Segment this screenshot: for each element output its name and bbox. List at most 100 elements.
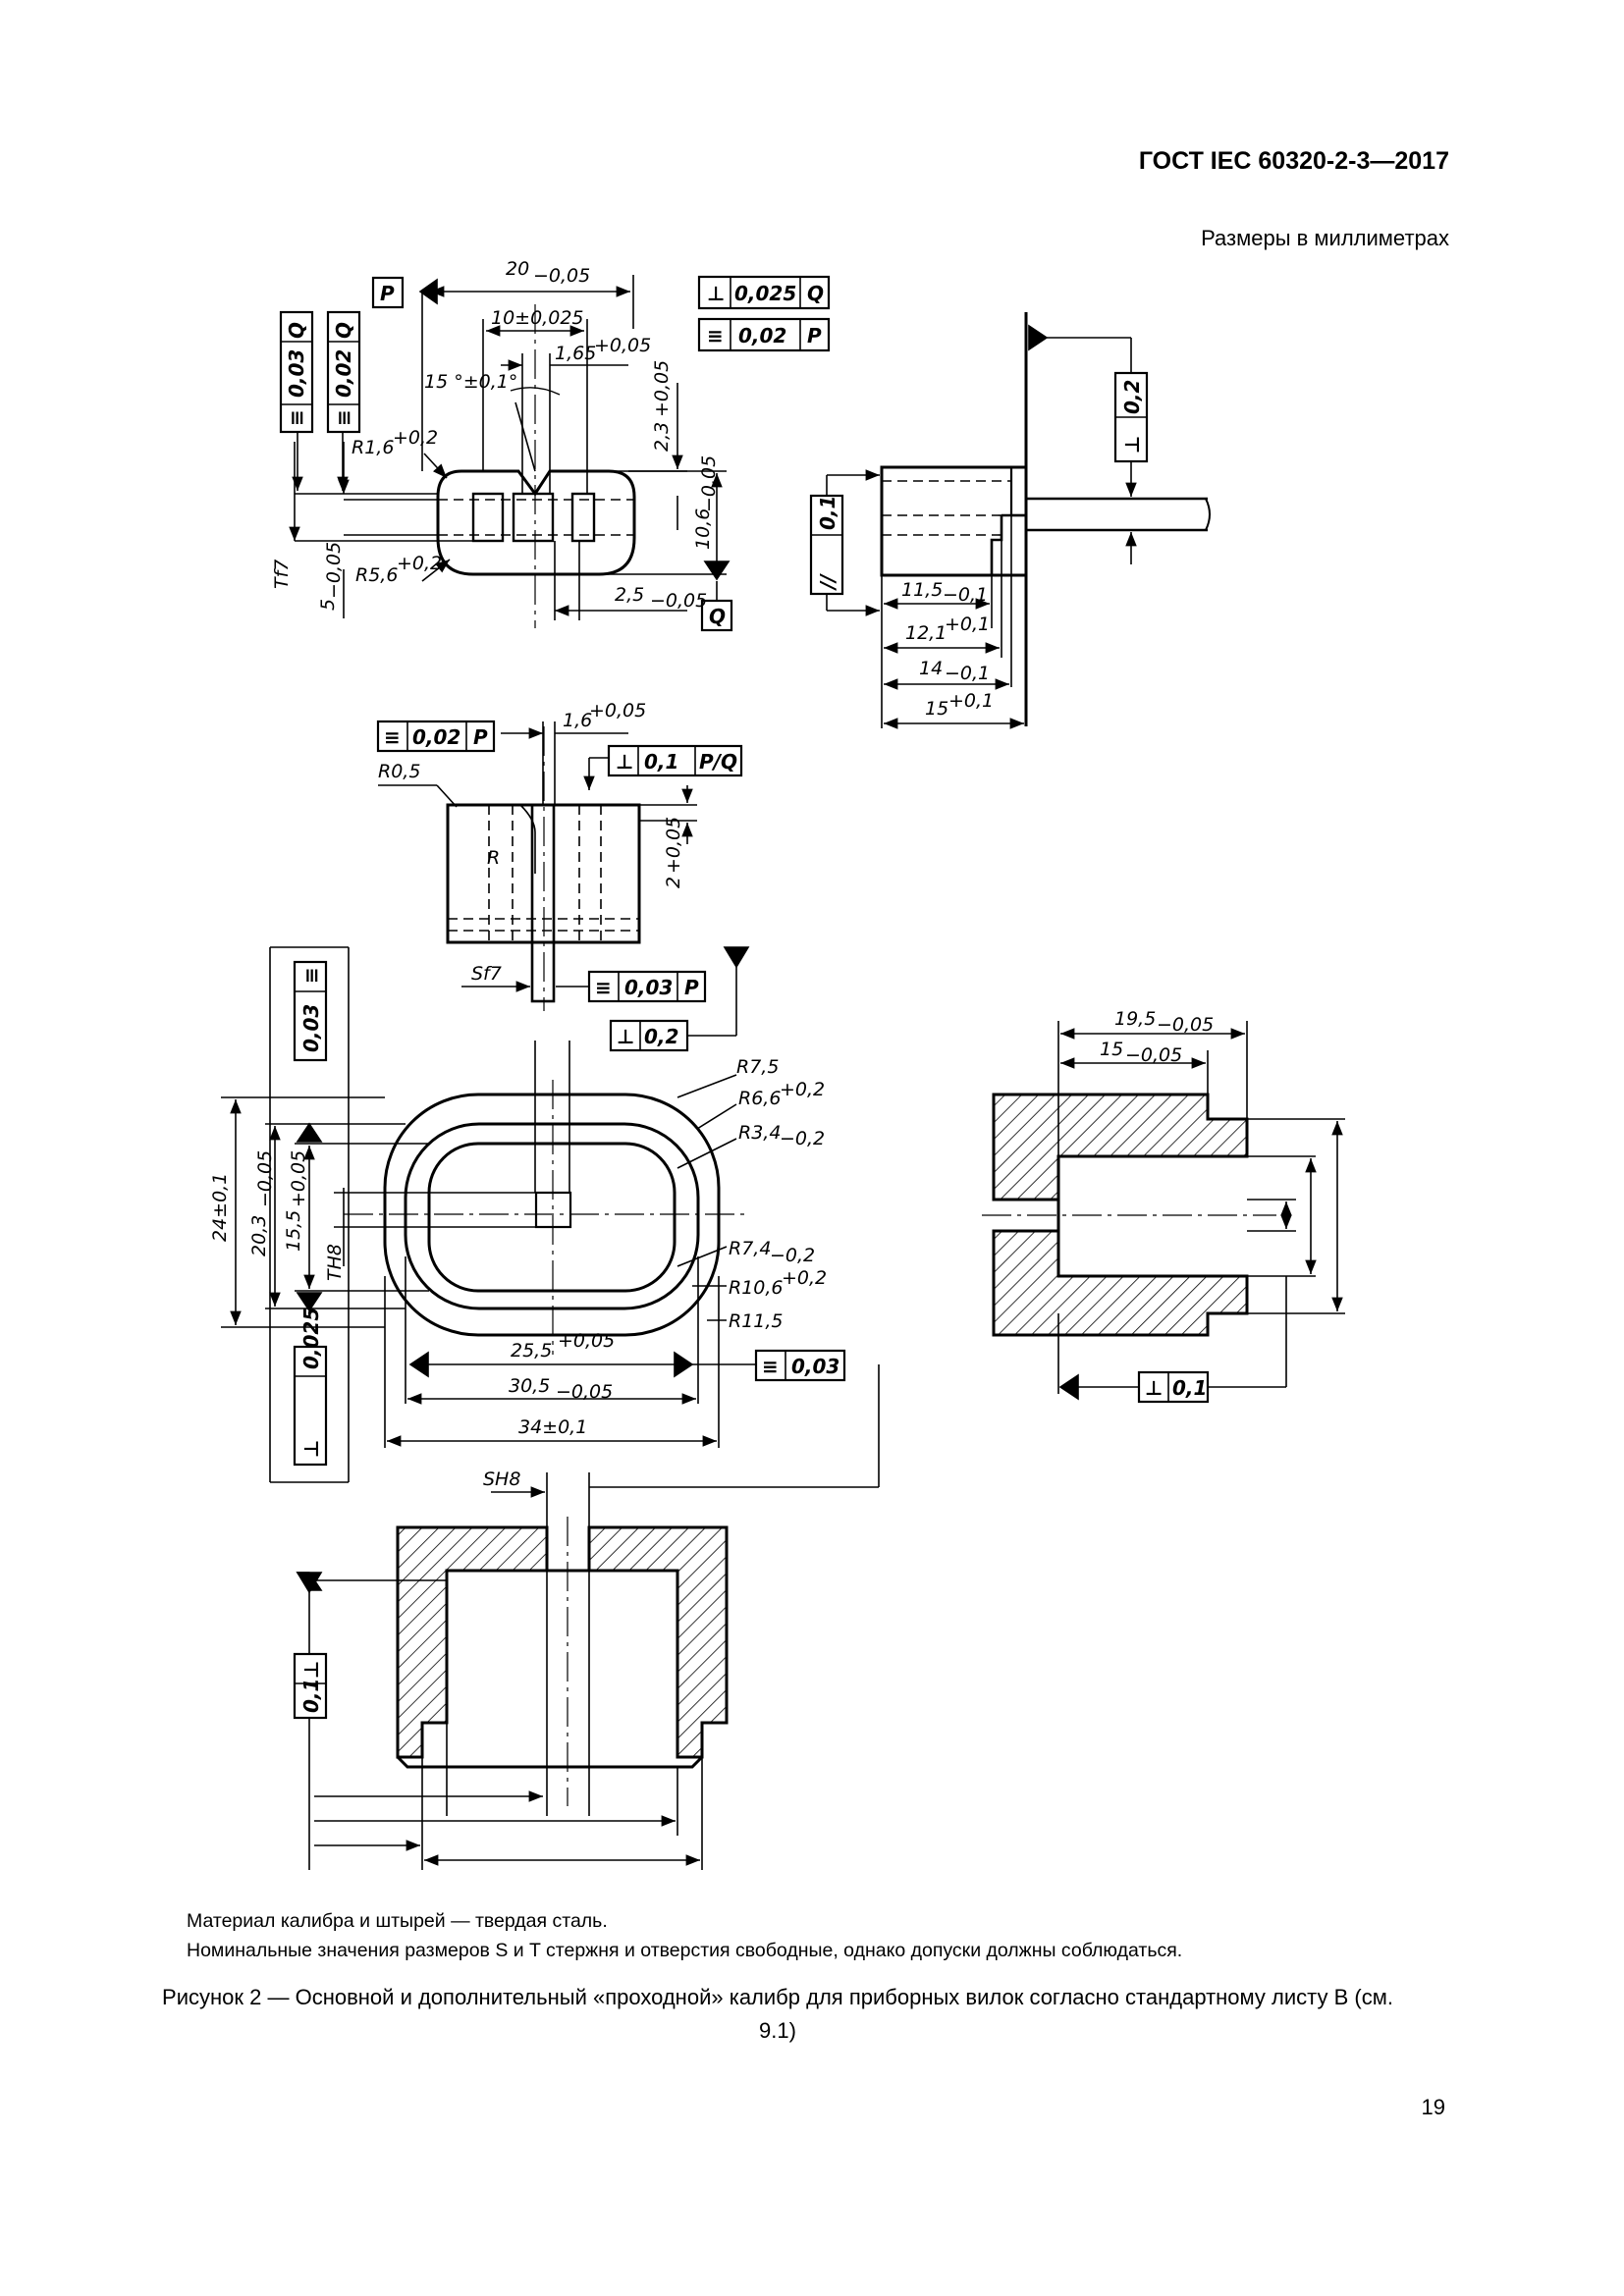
dim-203-tol: −0,05 — [254, 1150, 276, 1207]
dim-5: 5 — [317, 599, 339, 611]
dim-15e: 15 — [1100, 1039, 1123, 1060]
dim-25-tol: −0,05 — [650, 590, 707, 612]
fig-c-part — [378, 721, 750, 1037]
dim-165: 1,65 — [555, 343, 596, 364]
dim-203: 20,3 — [248, 1215, 270, 1256]
dim-305: 30,5 — [509, 1375, 550, 1397]
fig-e-frame-sym: ⊥ — [1145, 1376, 1163, 1400]
frame-sym1-sym: ≡ — [707, 324, 724, 347]
fig-e-part — [982, 1021, 1345, 1401]
dim-sh8: SH8 — [483, 1468, 520, 1490]
dim-2-tol: +0,05 — [663, 817, 684, 874]
dim-106: 10,6 — [692, 508, 714, 550]
v-frame1-sym: ≡ — [285, 409, 308, 426]
r66-tol: +0,2 — [780, 1079, 825, 1100]
dim-15e-tol: −0,05 — [1125, 1044, 1182, 1066]
fig-c-perp-datum: P/Q — [699, 750, 737, 774]
dim-23: 2,3 — [651, 422, 673, 452]
datum-q: Q — [709, 605, 726, 628]
note-material: Материал калибра и штырей — твердая стал… — [187, 1910, 608, 1932]
frame-perp-datum: Q — [807, 282, 824, 305]
r74: R7,4 — [729, 1238, 771, 1259]
dim-155-tol: +0,05 — [288, 1150, 309, 1207]
dim-305-tol: −0,05 — [556, 1381, 613, 1403]
dim-121: 12,1 — [905, 622, 947, 644]
dim-195-tol: −0,05 — [1157, 1014, 1214, 1036]
frame-sym1-datum: P — [807, 324, 822, 347]
r56-tol: +0,2 — [397, 553, 442, 574]
r74-tol: −0,2 — [770, 1245, 815, 1266]
fig-d-frame-val: 0,03 — [791, 1355, 839, 1378]
fig-b-frame-sym: ⊥ — [1120, 436, 1144, 454]
r66: R6,6 — [738, 1088, 781, 1109]
figure-caption: Рисунок 2 — Основной и дополнительный «п… — [162, 1985, 1393, 2043]
dim-th8: TH8 — [324, 1244, 346, 1281]
dim-155: 15,5 — [283, 1210, 304, 1252]
dim-115-tol: −0,1 — [943, 584, 988, 606]
fig-d-top-sym: ≡ — [299, 967, 323, 984]
v-frame2-val: 0,02 — [332, 349, 355, 398]
fig-a-part — [289, 275, 731, 628]
fig-f-part — [296, 1517, 729, 1870]
dim-34: 34±0,1 — [518, 1416, 587, 1438]
dim-sf7: Sf7 — [471, 963, 502, 985]
dim-115: 11,5 — [901, 579, 943, 601]
dim-15b: 15 — [925, 698, 948, 720]
v-frame1-datum: Q — [285, 322, 308, 339]
dim-121-tol: +0,1 — [945, 614, 990, 635]
fig-d-bottom-sym: ⊥ — [299, 1440, 323, 1458]
dim-16-tol: +0,05 — [589, 700, 646, 721]
angle-label: 15 °±0,1° — [424, 371, 517, 393]
units-note: Размеры в миллиметрах — [1201, 226, 1449, 250]
dim-255-tol: +0,05 — [558, 1330, 615, 1352]
document-header: ГОСТ IEC 60320-2-3—2017 — [1138, 147, 1449, 175]
fig-c-sym2-val: 0,03 — [624, 976, 673, 999]
r-label: R — [487, 847, 500, 869]
r115: R11,5 — [729, 1310, 784, 1332]
dim-25: 2,5 — [615, 584, 644, 606]
fig-f-frame-sym: ⊥ — [299, 1661, 323, 1679]
fig-c-perp-val: 0,1 — [644, 750, 678, 774]
dim-24: 24±0,1 — [209, 1173, 231, 1242]
page-number: 19 — [1421, 2095, 1445, 2119]
r05: R0,5 — [378, 761, 420, 782]
dim-20-tol: −0,05 — [533, 265, 590, 287]
fig-c-frame-sym: ≡ — [384, 725, 401, 749]
dim-165-tol: +0,05 — [594, 335, 651, 356]
fig-d-frame-sym: ≡ — [762, 1355, 779, 1378]
r106: R10,6 — [729, 1277, 784, 1299]
r16-tol: +0,2 — [393, 427, 438, 449]
r16: R1,6 — [352, 437, 394, 458]
fig-c-sym2-datum: P — [684, 976, 699, 999]
fig-b-frame-val: 0,2 — [1120, 380, 1144, 414]
dim-10: 10±0,025 — [491, 307, 584, 329]
fig-d-bottom-val: 0,025 — [299, 1308, 323, 1369]
dim-14: 14 — [919, 658, 943, 679]
dim-23-tol: +0,05 — [651, 360, 673, 417]
v-frame1-val: 0,03 — [285, 349, 308, 398]
fig-b-left-sym: // — [816, 573, 839, 591]
note-tolerances: Номинальные значения размеров S и T стер… — [187, 1940, 1183, 1961]
v-frame2-sym: ≡ — [332, 409, 355, 426]
dim-5-tol: −0,05 — [323, 542, 345, 599]
dim-2: 2 — [663, 877, 684, 888]
r34: R3,4 — [738, 1122, 781, 1144]
dim-14-tol: −0,1 — [945, 663, 990, 684]
r34-tol: −0,2 — [780, 1128, 825, 1149]
fig-c-perp2-sym: ⊥ — [617, 1025, 634, 1048]
dim-tf7: Tf7 — [271, 560, 293, 589]
r75: R7,5 — [736, 1056, 779, 1078]
dim-255: 25,5 — [511, 1340, 552, 1362]
fig-f-frame-val: 0,1 — [299, 1679, 323, 1713]
fig-c-perp-sym: ⊥ — [616, 750, 633, 774]
fig-b-left-val: 0,1 — [816, 496, 839, 530]
frame-perp-val: 0,025 — [734, 282, 796, 305]
dim-20: 20 — [506, 258, 529, 280]
fig-d-part — [221, 946, 880, 1531]
v-frame2-datum: Q — [332, 322, 355, 339]
dim-16: 1,6 — [563, 710, 592, 731]
fig-c-perp2-val: 0,2 — [644, 1025, 678, 1048]
r56: R5,6 — [355, 564, 398, 586]
fig-c-frame-datum: P — [473, 725, 488, 749]
